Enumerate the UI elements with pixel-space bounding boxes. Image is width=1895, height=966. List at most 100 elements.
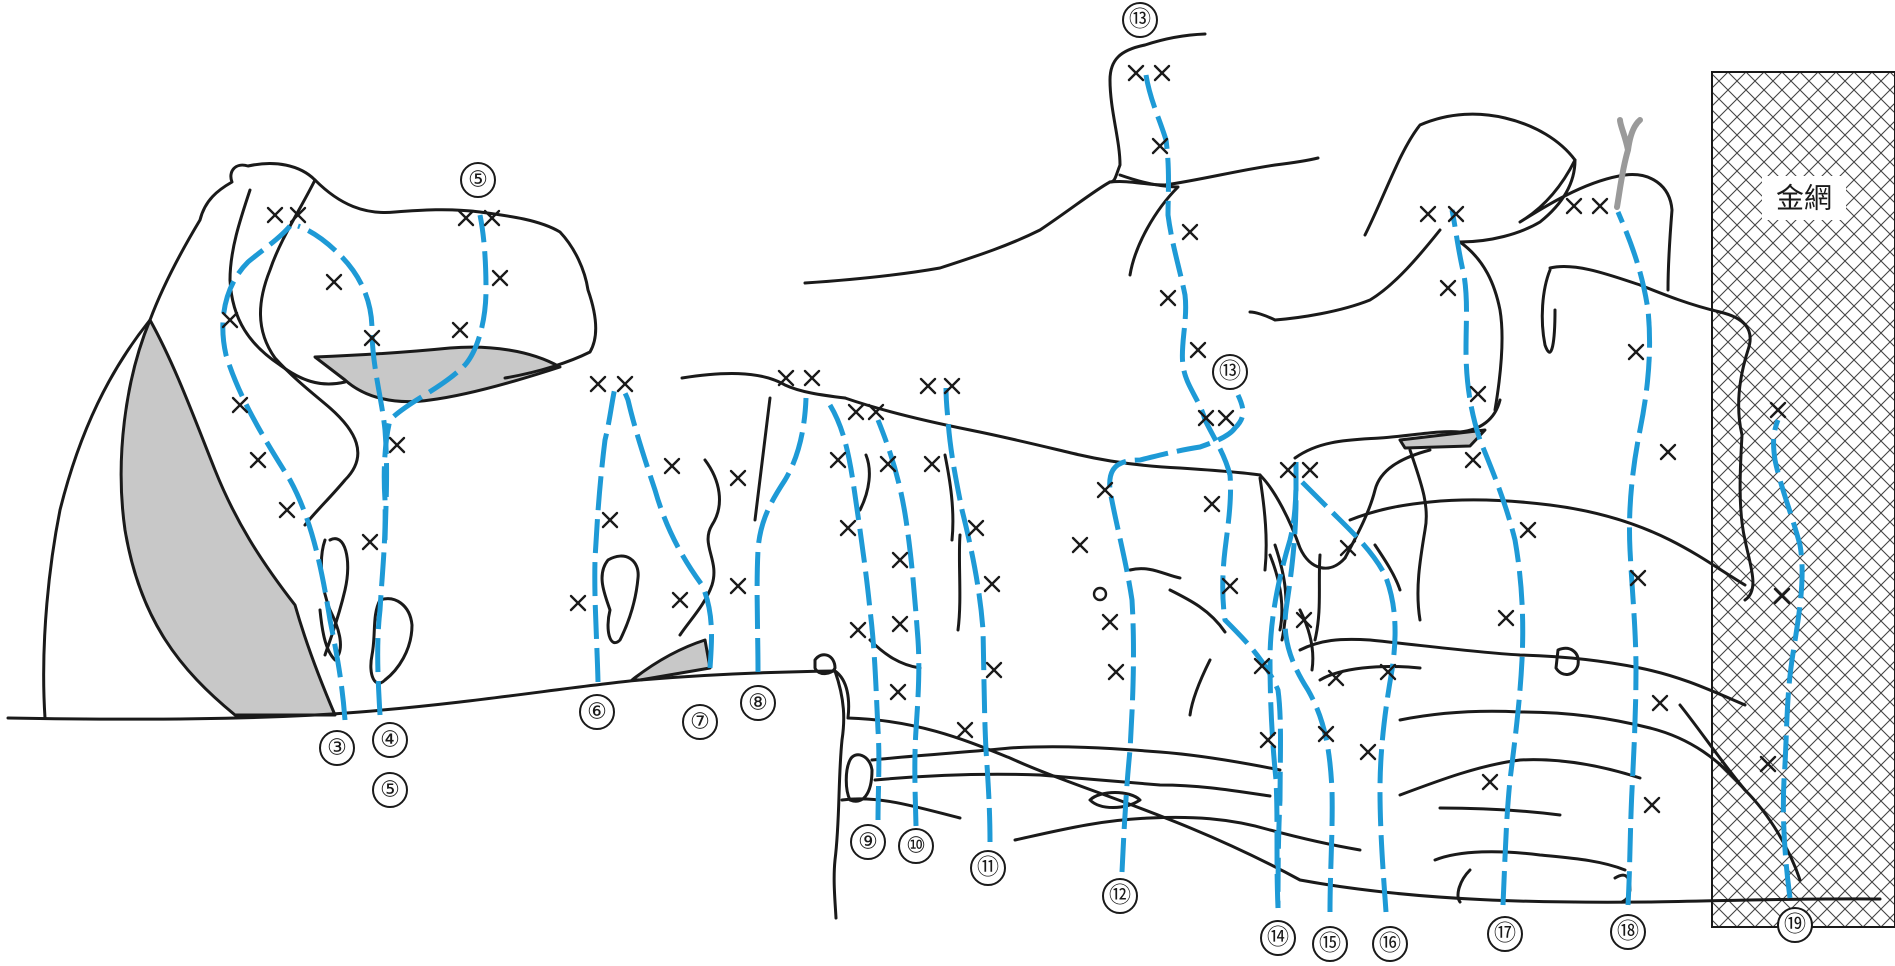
wall-crack-4 xyxy=(868,638,922,670)
mid-shelf-3 xyxy=(1013,815,1362,852)
bolt-mark xyxy=(1159,289,1177,307)
route-label-9[interactable]: ⑨ xyxy=(850,824,886,860)
route-label-8[interactable]: ⑧ xyxy=(740,685,776,721)
left-boulder-pillar xyxy=(369,597,414,685)
bolt-mark xyxy=(278,501,296,519)
bolt-mark xyxy=(1469,385,1487,403)
bolt-mark xyxy=(363,329,381,347)
bolt-mark xyxy=(1279,461,1297,479)
route-line-4[interactable] xyxy=(375,214,489,716)
fence: 金網 xyxy=(1711,71,1895,928)
upper-ridge xyxy=(1108,156,1320,187)
bolt-mark xyxy=(1651,694,1669,712)
route-line-7[interactable] xyxy=(619,385,715,669)
svg-text:⑤: ⑤ xyxy=(468,168,488,193)
route-label-13-top[interactable]: ⑬ xyxy=(1122,2,1158,38)
tree xyxy=(1614,117,1643,210)
route-label-15[interactable]: ⑮ xyxy=(1312,926,1348,962)
route-label-6[interactable]: ⑥ xyxy=(579,694,615,730)
route-line-3[interactable] xyxy=(220,224,348,721)
right-crack-d xyxy=(1298,608,1315,672)
svg-text:⑮: ⑮ xyxy=(1319,932,1341,957)
svg-text:⑬: ⑬ xyxy=(1219,360,1241,385)
bolt-mark xyxy=(361,533,379,551)
bolt-mark xyxy=(1359,743,1377,761)
routes xyxy=(220,74,1805,913)
route-label-14[interactable]: ⑭ xyxy=(1260,920,1296,956)
bolt-mark xyxy=(803,369,821,387)
route-line-19[interactable] xyxy=(1771,419,1805,899)
tree-trunk xyxy=(1614,117,1643,210)
bolt-mark xyxy=(1189,341,1207,359)
mid-shelf-1 xyxy=(870,745,1282,772)
bolt-mark xyxy=(616,375,634,393)
bolt-mark xyxy=(1643,796,1661,814)
route-label-18[interactable]: ⑱ xyxy=(1610,914,1646,950)
route-label-7[interactable]: ⑦ xyxy=(682,704,718,740)
route-label-16[interactable]: ⑯ xyxy=(1372,926,1408,962)
bolt-mark xyxy=(923,455,941,473)
mid-left-top xyxy=(680,372,847,400)
route-label-5[interactable]: ⑤ xyxy=(460,162,496,198)
route-line-10[interactable] xyxy=(875,419,922,827)
svg-text:⑬: ⑬ xyxy=(1129,8,1151,33)
right-shelf-2 xyxy=(1373,543,1402,592)
svg-text:⑥: ⑥ xyxy=(587,700,607,725)
bolt-mark xyxy=(1519,521,1537,539)
bolt-mark xyxy=(221,311,239,329)
bolt-mark xyxy=(847,403,865,421)
bolt-mark xyxy=(451,321,469,339)
route-labels: ③ ④ ⑤ ⑤ ⑥ ⑦ ⑧ ⑨ ⑩ ⑪ ⑫ ⑬ ⑬ ⑭ ⑮ ⑯ ⑰ ⑱ ⑲ xyxy=(319,2,1813,962)
mid-crack-a xyxy=(678,458,721,637)
route-label-13-mid[interactable]: ⑬ xyxy=(1212,354,1248,390)
bolt-mark xyxy=(663,457,681,475)
route-label-19[interactable]: ⑲ xyxy=(1777,907,1813,943)
route-line-9[interactable] xyxy=(827,403,882,821)
bolt-mark xyxy=(1096,481,1114,499)
route-line-15[interactable] xyxy=(1282,462,1335,913)
upper-peak-base xyxy=(1118,173,1180,277)
svg-text:④: ④ xyxy=(380,728,400,753)
route-label-3[interactable]: ③ xyxy=(319,730,355,766)
bolt-mark xyxy=(1627,343,1645,361)
route-line-14[interactable] xyxy=(1267,471,1299,909)
route-line-16[interactable] xyxy=(1296,476,1398,913)
route-line-6[interactable] xyxy=(592,387,618,683)
route-line-12[interactable] xyxy=(1107,393,1246,873)
svg-text:⑱: ⑱ xyxy=(1617,920,1639,945)
wall-crack-3 xyxy=(956,533,962,632)
route-label-10[interactable]: ⑩ xyxy=(898,828,934,864)
bolt-mark xyxy=(1769,401,1787,419)
bolt-mark xyxy=(1197,409,1215,427)
right-lower-line-1 xyxy=(1318,665,1422,682)
route-label-5-lower[interactable]: ⑤ xyxy=(372,772,408,808)
bolt-mark xyxy=(1217,409,1235,427)
bolt-mark xyxy=(1565,197,1583,215)
route-label-12[interactable]: ⑫ xyxy=(1102,878,1138,914)
route-label-11[interactable]: ⑪ xyxy=(970,850,1006,886)
route-line-8[interactable] xyxy=(754,397,809,673)
bolt-mark xyxy=(1379,663,1397,681)
rock-outlines xyxy=(6,32,1882,920)
route-line-13[interactable] xyxy=(1143,74,1283,909)
bolt-mark xyxy=(249,451,267,469)
step-wall xyxy=(832,669,846,920)
route-line-17[interactable] xyxy=(1449,209,1526,906)
left-boulder-crack-2 xyxy=(228,188,347,386)
bolt-mark xyxy=(891,615,909,633)
step-rock xyxy=(844,753,874,803)
bolt-mark xyxy=(967,519,985,537)
bolt-mark xyxy=(457,209,475,227)
main-wall-bulge xyxy=(1258,473,1347,570)
ground-line xyxy=(6,669,1882,904)
route-label-4[interactable]: ④ xyxy=(372,722,408,758)
route-line-18[interactable] xyxy=(1615,211,1653,906)
bolt-mark xyxy=(1181,223,1199,241)
svg-text:⑧: ⑧ xyxy=(748,691,768,716)
right-shelf-1 xyxy=(1348,498,1747,587)
mid-crack-b xyxy=(753,396,772,522)
left-boulder xyxy=(42,162,598,720)
route-label-17[interactable]: ⑰ xyxy=(1487,916,1523,952)
wall-crack-7 xyxy=(1188,658,1212,717)
